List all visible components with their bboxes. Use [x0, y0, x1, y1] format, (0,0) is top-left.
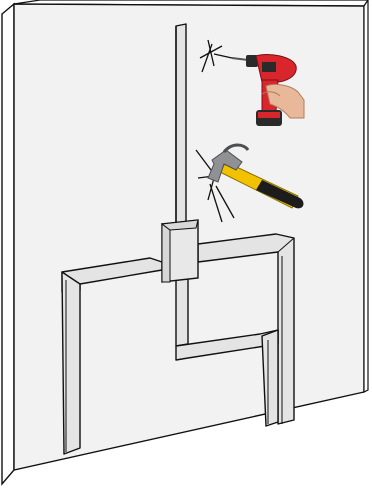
junction-box [162, 220, 198, 282]
wall-right-edge [364, 0, 368, 392]
wall-edge-face [2, 4, 14, 484]
vertical-channel-center-drop [176, 276, 188, 346]
vertical-channel-upper [176, 24, 186, 224]
vertical-channel-left-drop [62, 272, 80, 454]
